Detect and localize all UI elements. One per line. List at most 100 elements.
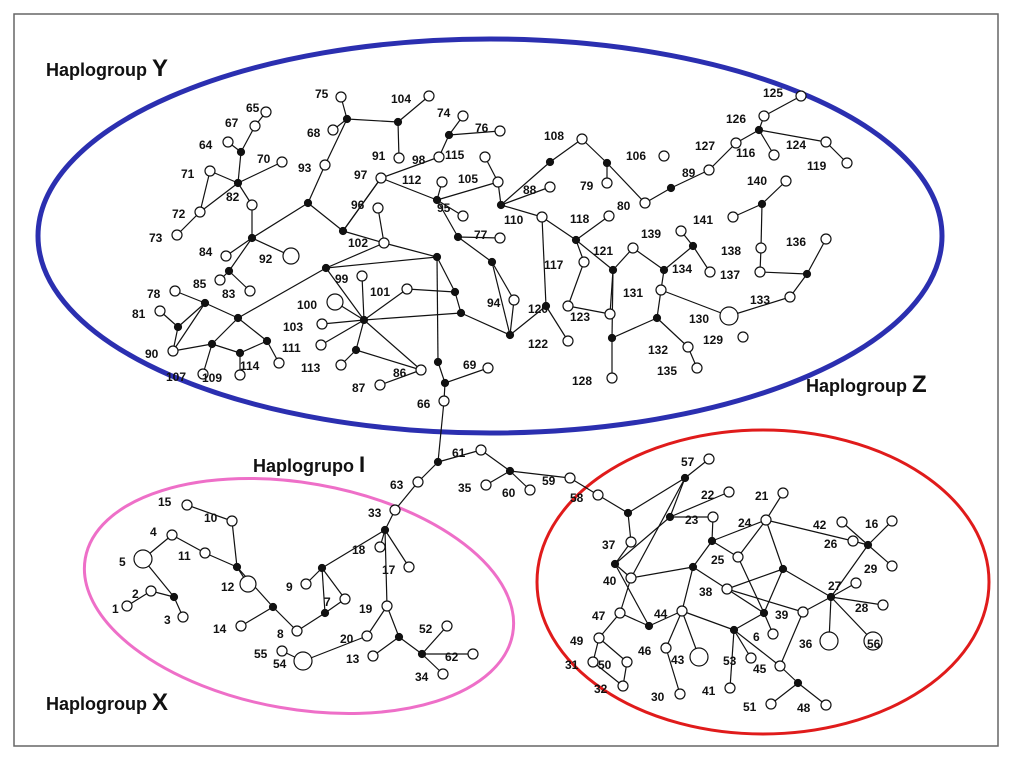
haplotype-label-30: 30 [651,690,665,704]
median-vector-node [200,298,210,308]
network-edge [670,169,710,189]
haplotype-node-108 [576,133,588,145]
haplotype-node-46 [660,642,672,654]
haplotype-node-124 [820,136,832,148]
haplotype-label-98: 98 [412,153,426,167]
network-edge [325,256,438,269]
haplotype-node-119 [841,157,853,169]
network-edge [509,305,547,336]
haplotype-node-45 [774,660,786,672]
haplotype-label-82: 82 [226,190,240,204]
haplotype-label-70: 70 [257,152,271,166]
haplotype-node-18 [374,541,386,553]
network-edge [231,520,238,568]
median-vector-node [607,333,617,343]
network-edge [204,302,239,319]
haplotype-label-84: 84 [199,245,213,259]
haplotype-node-87 [374,379,386,391]
median-vector-node [729,625,739,635]
network-edge [272,606,298,632]
network-edge [384,529,410,568]
network-edge [669,491,730,518]
haplotype-label-140: 140 [747,174,767,188]
haplotype-node-123 [604,308,616,320]
network-edge [867,520,893,546]
network-edge [177,302,206,328]
network-edge [342,230,385,244]
network-edge [737,519,767,558]
haplotype-node-128 [606,372,618,384]
haplotype-node-20 [361,630,373,642]
network-edge [437,449,482,463]
network-edge [606,162,646,204]
haplotype-label-54: 54 [273,657,287,671]
haplotype-node-90 [167,345,179,357]
haplotype-node-32 [617,680,629,692]
network-edge [355,349,422,371]
haplotype-node-2 [145,585,157,597]
network-edge [663,245,694,271]
haplotype-node-102 [378,237,390,249]
haplotype-label-90: 90 [145,347,159,361]
network-edge [366,605,388,637]
haplotype-label-42: 42 [813,518,827,532]
network-edge [324,118,348,166]
haplotype-label-106: 106 [626,149,646,163]
median-vector-node [778,564,788,574]
network-edge [363,319,422,371]
haplotype-node-103 [316,318,328,330]
haplotype-label-28: 28 [855,601,869,615]
network-edge [665,610,683,649]
haplotype-label-23: 23 [685,513,699,527]
haplotype-label-71: 71 [181,167,195,181]
network-edge [302,635,368,662]
haplotype-label-95: 95 [437,201,451,215]
median-vector-node [666,183,676,193]
haplotype-label-53: 53 [723,654,737,668]
haplotype-node-33 [389,504,401,516]
median-vector-node [235,348,245,358]
network-edge [325,242,385,269]
haplotype-node-141 [727,211,739,223]
network-edge [363,288,408,321]
network-edge [763,568,784,614]
haplotype-node-97 [375,172,387,184]
haplotype-node-116 [768,149,780,161]
haplotype-label-111: 111 [282,341,301,355]
network-edge [648,610,683,627]
haplotype-label-85: 85 [193,277,207,291]
median-vector-node [342,114,352,124]
haplotype-node-19 [381,600,393,612]
haplotype-label-13: 13 [346,652,360,666]
haplotype-node-10 [226,515,238,527]
haplotype-label-139: 139 [641,227,661,241]
haplotype-label-61: 61 [452,446,466,460]
network-edge [321,319,365,325]
haplotype-node-31 [587,656,599,668]
network-edge [480,449,511,472]
network-edge [737,556,765,614]
haplotype-node-54 [293,651,313,671]
haplotype-label-32: 32 [594,682,608,696]
network-edge [567,305,611,315]
median-vector-node [505,466,515,476]
median-vector-node [659,265,669,275]
median-vector-node [432,195,442,205]
haplotype-label-56: 56 [867,637,881,651]
median-vector-node [440,378,450,388]
haplotype-label-18: 18 [352,543,366,557]
network-edge [325,267,365,321]
haplogroup-i-title: Haplogrupo I [253,452,365,477]
haplotype-label-127: 127 [695,139,715,153]
haplotype-node-51 [765,698,777,710]
network-edge [363,312,462,321]
haplotype-node-112 [436,176,448,188]
haplotype-label-47: 47 [592,609,606,623]
haplotype-label-128: 128 [572,374,592,388]
network-edge [361,275,365,321]
haplotype-node-89 [703,164,715,176]
network-edge [630,477,686,579]
haplotype-node-29 [886,560,898,572]
haplotype-label-118: 118 [570,212,590,226]
network-edge [733,612,765,631]
